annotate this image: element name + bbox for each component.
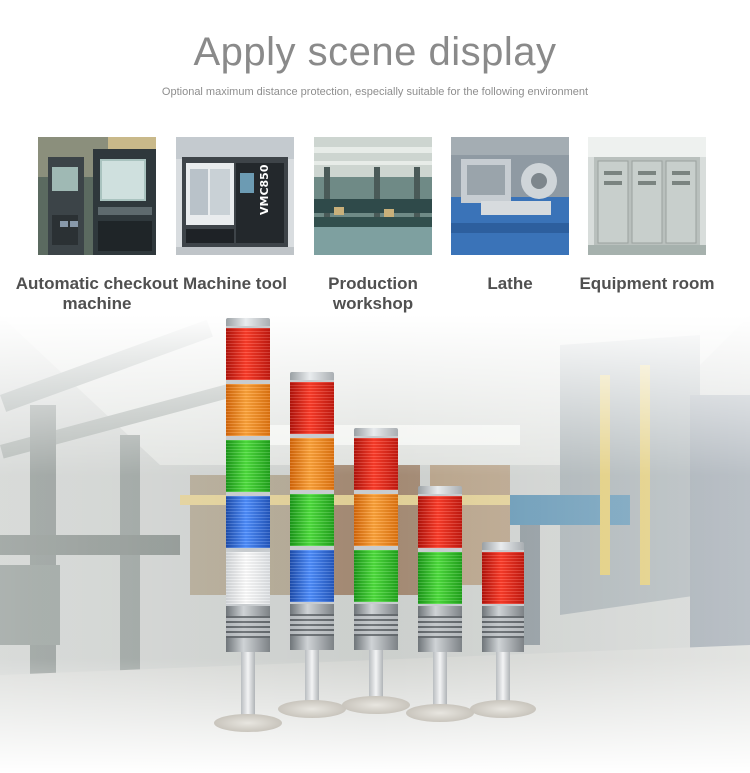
light-tier-orange	[226, 382, 270, 438]
atm-kiosk-photo	[38, 137, 156, 255]
factory-background	[0, 315, 750, 773]
tower-pole	[305, 650, 319, 706]
light-tier-green	[418, 550, 462, 606]
light-tier-green	[354, 548, 398, 604]
light-tier-red	[226, 326, 270, 382]
light-tier-white	[226, 550, 270, 606]
scene-gallery: Automatic checkout machine VMC850 Machin…	[0, 137, 750, 317]
tower-mounting-foot	[406, 704, 474, 722]
scene-label-machine-tool: Machine tool	[183, 274, 287, 293]
light-tier-red	[418, 494, 462, 550]
signal-tower-5-tier	[214, 318, 282, 732]
workshop-photo	[314, 137, 432, 255]
electrical-cabinet-photo	[588, 137, 706, 255]
machine-model-text: VMC850	[258, 164, 271, 215]
signal-tower-1-tier	[470, 542, 536, 718]
tower-pole	[241, 652, 255, 720]
cnc-machine-photo: VMC850	[176, 137, 294, 255]
light-tier-green	[226, 438, 270, 494]
light-tier-red	[290, 380, 334, 436]
light-tier-blue	[290, 548, 334, 604]
tower-cap	[354, 428, 398, 436]
tower-base	[482, 606, 524, 652]
tower-pole	[433, 652, 447, 710]
tower-pole	[496, 652, 510, 706]
tower-mounting-foot	[470, 700, 536, 718]
tower-base	[226, 606, 270, 652]
tower-mounting-foot	[278, 700, 346, 718]
tower-pole	[369, 650, 383, 702]
light-tier-orange	[354, 492, 398, 548]
tower-base	[418, 606, 462, 652]
signal-tower-4-tier	[278, 372, 346, 718]
light-tier-red	[354, 436, 398, 492]
light-tier-red	[482, 550, 524, 606]
tower-cap	[290, 372, 334, 380]
page-subtitle: Optional maximum distance protection, es…	[161, 86, 589, 98]
tower-cap	[226, 318, 270, 326]
tower-mounting-foot	[342, 696, 410, 714]
light-tier-green	[290, 492, 334, 548]
tower-base	[290, 604, 334, 650]
tower-base	[354, 604, 398, 650]
light-tier-orange	[290, 436, 334, 492]
page-title: Apply scene display	[193, 30, 557, 74]
tower-mounting-foot	[214, 714, 282, 732]
scene-label-equipment-room: Equipment room	[579, 274, 715, 293]
scene-label-lathe: Lathe	[487, 274, 533, 293]
tower-cap	[418, 486, 462, 494]
light-tier-blue	[226, 494, 270, 550]
tower-cap	[482, 542, 524, 550]
scene-label-workshop: Production workshop	[328, 274, 418, 313]
signal-tower-2-tier	[406, 486, 474, 722]
signal-tower-3-tier	[342, 428, 410, 714]
scene-label-atm: Automatic checkout machine	[15, 274, 179, 313]
lathe-photo	[451, 137, 569, 255]
